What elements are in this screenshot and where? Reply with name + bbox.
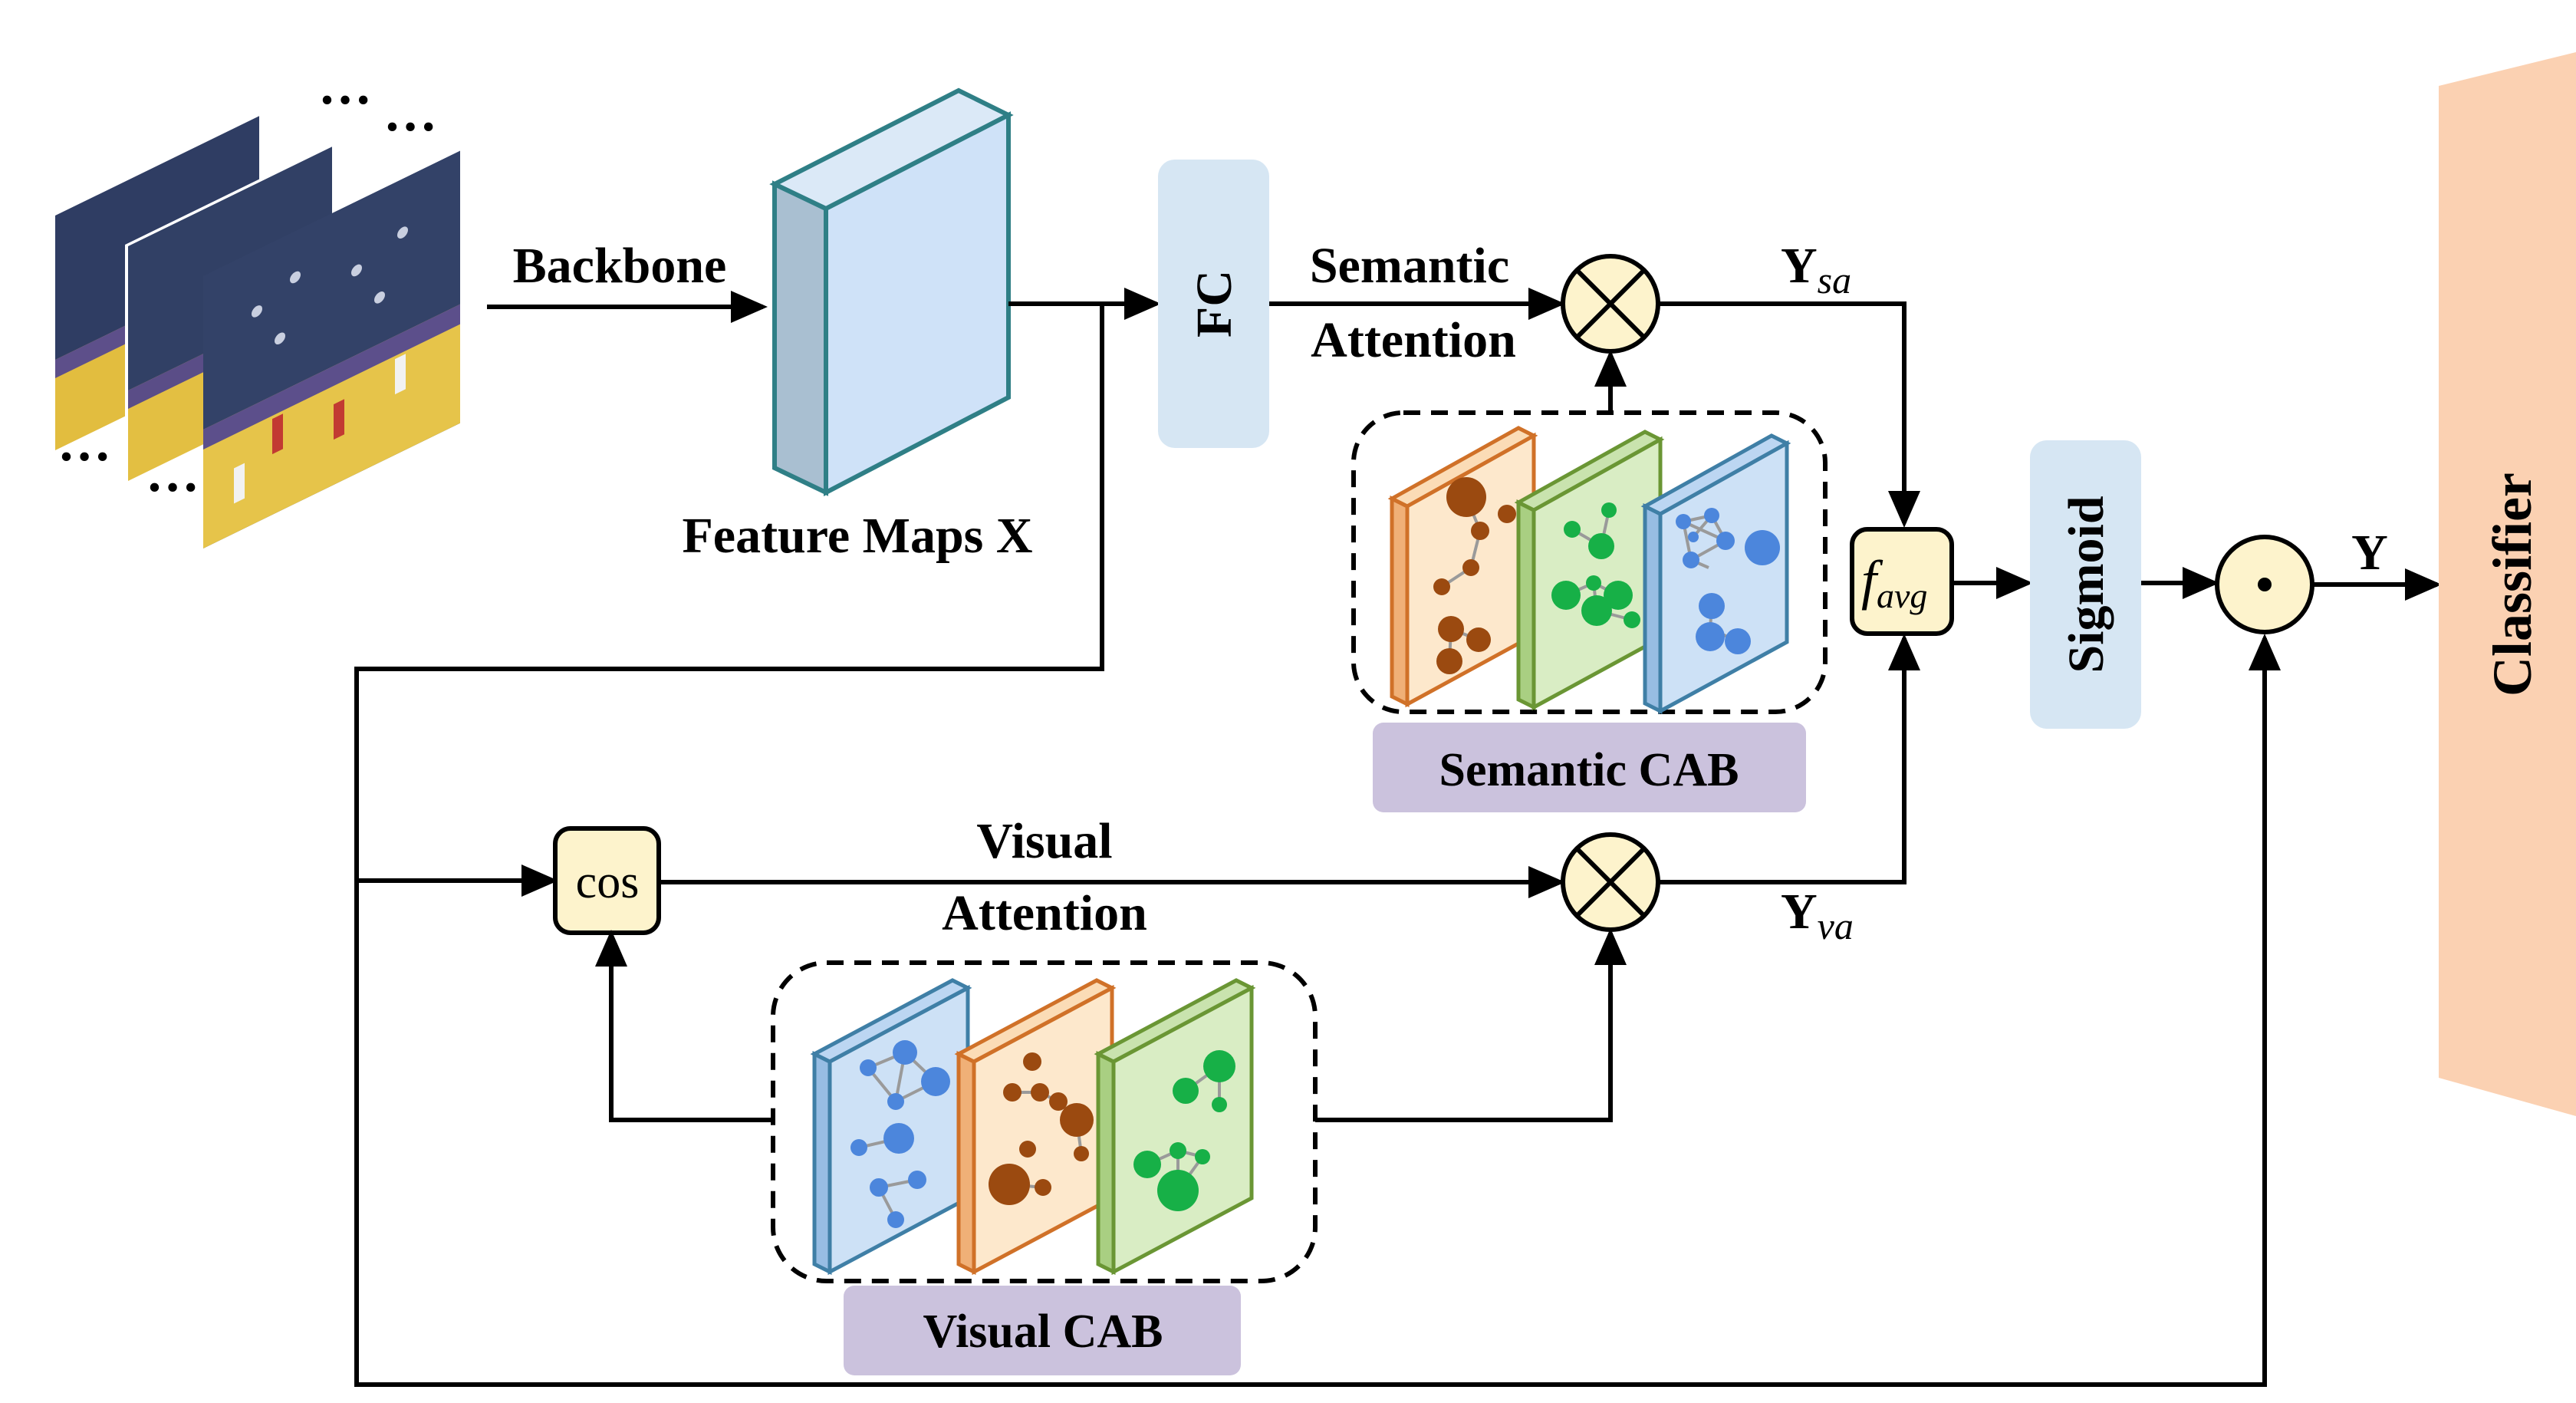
feature-maps-block (769, 87, 1014, 496)
yva-label: Yva (1781, 884, 1854, 947)
frames-bottom-ellipsis: … (58, 413, 111, 473)
fc-label: FC (1186, 270, 1242, 338)
feature-maps-label: Feature Maps X (682, 508, 1032, 564)
visual-cab-label-bg (844, 1286, 1241, 1375)
y-output-label: Y (2351, 525, 2388, 581)
visual-multiply-op (1561, 832, 1660, 932)
ysa-wire (1658, 301, 1920, 528)
sigmoid-label: Sigmoid (2058, 496, 2114, 673)
semantic-attention-label-line1: Semantic (1310, 238, 1509, 294)
semantic-card-blue (1640, 433, 1791, 715)
semantic-attention-label-line2: Attention (1311, 312, 1516, 368)
semantic-cab-label-bg (1373, 723, 1806, 812)
visual-cab-cards (810, 978, 1256, 1276)
visual-attention-label-line1: Visual (976, 813, 1112, 869)
sigmoid-box (2030, 440, 2141, 729)
visual-cab-group (771, 960, 1318, 1283)
classifier-label: Classifier (2482, 473, 2543, 697)
visual-attention-label-line2: Attention (942, 885, 1147, 941)
visual-cab-to-multiply-arrow (1315, 928, 1627, 1122)
backbone-label: Backbone (513, 238, 727, 294)
visual-cab-label: Visual CAB (923, 1306, 1163, 1358)
input-video-frames: … … … … (52, 57, 460, 548)
visual-cab-to-cos-arrow (595, 930, 773, 1122)
fc-box (1158, 160, 1269, 448)
dot-product-op (2215, 535, 2314, 634)
cos-label: cos (576, 856, 640, 908)
frames-bottom-ellipsis-2: … (146, 444, 199, 503)
ysa-label: Ysa (1781, 238, 1851, 301)
semantic-multiply-op (1561, 254, 1660, 354)
feature-branch-wire (354, 304, 2281, 1387)
semantic-cab-cards (1387, 426, 1791, 715)
visual-card-blue (810, 978, 972, 1276)
semantic-card-orange (1387, 426, 1538, 708)
visual-card-green (1094, 978, 1256, 1276)
semantic-cab-label: Semantic CAB (1439, 744, 1739, 796)
visual-card-orange (954, 978, 1117, 1276)
semantic-cab-group (1351, 410, 1828, 714)
video-frame-3 (203, 150, 460, 548)
frames-top-ellipsis-2: … (383, 84, 437, 143)
semantic-card-green (1514, 430, 1665, 711)
yva-wire (1658, 634, 1920, 884)
classifier-block (2439, 52, 2576, 1116)
frames-top-ellipsis: … (318, 57, 372, 116)
f-avg-label: favg (1861, 549, 1927, 615)
